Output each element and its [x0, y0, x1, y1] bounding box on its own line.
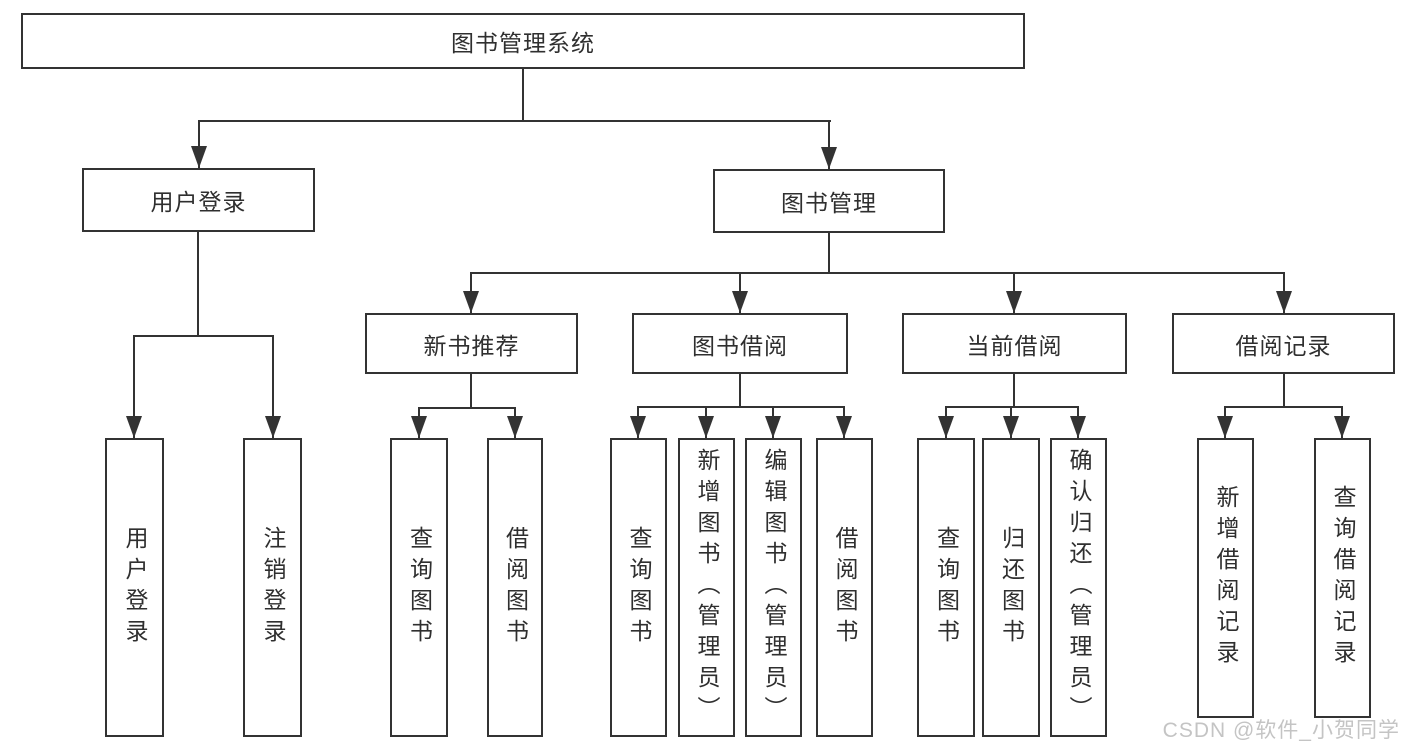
arrow-down-icon	[1003, 416, 1019, 438]
node-book-borrowing: 图书借阅	[632, 313, 848, 374]
connector-line	[637, 406, 845, 408]
arrow-down-icon	[938, 416, 954, 438]
arrow-down-icon	[1070, 416, 1086, 438]
arrow-down-icon	[698, 416, 714, 438]
arrow-down-icon	[1276, 291, 1292, 313]
leaf-borrow-books: 借阅图书	[816, 438, 873, 737]
arrow-down-icon	[463, 291, 479, 313]
arrow-down-icon	[1217, 416, 1233, 438]
leaf-logout: 注销登录	[243, 438, 302, 737]
leaf-query-books-borrowing: 查询图书	[610, 438, 667, 737]
leaf-query-books-recommend: 查询图书	[390, 438, 448, 737]
node-book-management: 图书管理	[713, 169, 945, 233]
arrow-down-icon	[191, 146, 207, 168]
arrow-down-icon	[507, 416, 523, 438]
connector-line	[945, 406, 1079, 408]
connector-line	[1224, 406, 1343, 408]
arrow-down-icon	[821, 147, 837, 169]
node-current-borrowing: 当前借阅	[902, 313, 1127, 374]
leaf-user-login: 用户登录	[105, 438, 164, 737]
arrow-down-icon	[836, 416, 852, 438]
arrow-down-icon	[630, 416, 646, 438]
connector-line	[470, 374, 472, 407]
leaf-query-books-current: 查询图书	[917, 438, 975, 737]
connector-line	[828, 120, 830, 169]
connector-line	[522, 69, 524, 122]
node-borrowing-records: 借阅记录	[1172, 313, 1395, 374]
connector-line	[739, 374, 741, 406]
connector-line	[470, 272, 1284, 274]
arrow-down-icon	[411, 416, 427, 438]
connector-line	[198, 120, 831, 122]
connector-line	[133, 335, 135, 438]
arrow-down-icon	[732, 291, 748, 313]
connector-line	[828, 233, 830, 272]
connector-line	[1013, 374, 1015, 406]
connector-line	[1283, 374, 1285, 406]
leaf-add-borrow-record: 新增借阅记录	[1197, 438, 1254, 718]
arrow-down-icon	[1006, 291, 1022, 313]
leaf-add-book-admin: 新增图书（管理员）	[678, 438, 735, 737]
node-library-management-system: 图书管理系统	[21, 13, 1025, 69]
arrow-down-icon	[1334, 416, 1350, 438]
arrow-down-icon	[765, 416, 781, 438]
connector-line	[272, 335, 274, 438]
connector-line	[198, 120, 200, 168]
leaf-edit-book-admin: 编辑图书（管理员）	[745, 438, 802, 737]
connector-line	[197, 232, 199, 335]
arrow-down-icon	[265, 416, 281, 438]
watermark: CSDN @软件_小贺同学	[1162, 719, 1400, 742]
leaf-return-book: 归还图书	[982, 438, 1040, 737]
arrow-down-icon	[126, 416, 142, 438]
connector-line	[133, 335, 274, 337]
connector-line	[418, 407, 516, 409]
leaf-borrow-books-recommend: 借阅图书	[487, 438, 543, 737]
node-user-login: 用户登录	[82, 168, 315, 232]
leaf-confirm-return-admin: 确认归还（管理员）	[1050, 438, 1107, 737]
node-new-book-recommend: 新书推荐	[365, 313, 578, 374]
leaf-query-borrow-record: 查询借阅记录	[1314, 438, 1371, 718]
